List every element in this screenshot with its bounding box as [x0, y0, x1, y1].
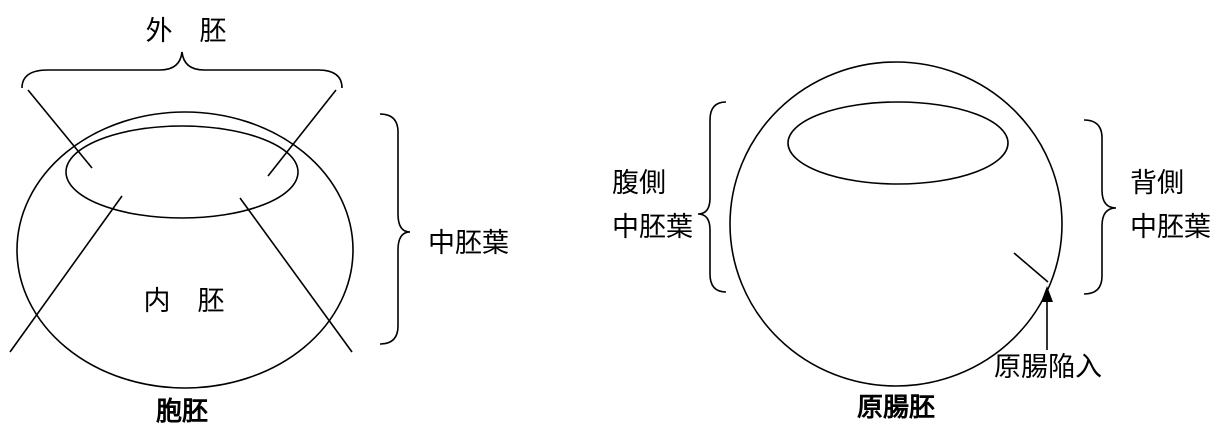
dorsal-mesoderm-brace — [1083, 119, 1117, 295]
blastopore-mark — [1013, 252, 1049, 283]
ectoderm-brace — [21, 51, 343, 89]
mesoderm-label: 中胚葉 — [428, 228, 509, 259]
dorsal-label-line2: 中胚葉 — [1130, 212, 1211, 243]
blastula-caption: 胞胚 — [156, 396, 208, 427]
ventral-label-line2: 中胚葉 — [612, 212, 693, 243]
blastula-diagram: 外 胚 内 胚 中胚葉 胞胚 — [9, 16, 509, 427]
gastrula-diagram: 腹側 中胚葉 背側 中胚葉 原腸陥入 原腸胚 — [612, 61, 1211, 423]
ventral-mesoderm-brace — [697, 101, 727, 293]
blastula-inner-ellipse — [65, 125, 299, 219]
endoderm-line-left — [9, 195, 123, 353]
invagination-arrowhead — [1041, 286, 1053, 302]
dorsal-label-line1: 背側 — [1130, 168, 1184, 199]
ectoderm-pointer-left — [27, 89, 93, 169]
endoderm-label: 内 胚 — [144, 286, 225, 317]
invagination-label: 原腸陥入 — [994, 352, 1102, 383]
ectoderm-label: 外 胚 — [146, 16, 227, 47]
mesoderm-brace — [379, 113, 411, 345]
gastrula-inner-ellipse — [787, 101, 1009, 185]
blastula-outer-ellipse — [16, 111, 354, 389]
ectoderm-pointer-right — [267, 89, 337, 177]
gastrula-caption: 原腸胚 — [857, 393, 935, 423]
ventral-label-line1: 腹側 — [612, 168, 666, 199]
gastrula-outer-ellipse — [729, 61, 1063, 387]
endoderm-line-right — [239, 197, 353, 353]
